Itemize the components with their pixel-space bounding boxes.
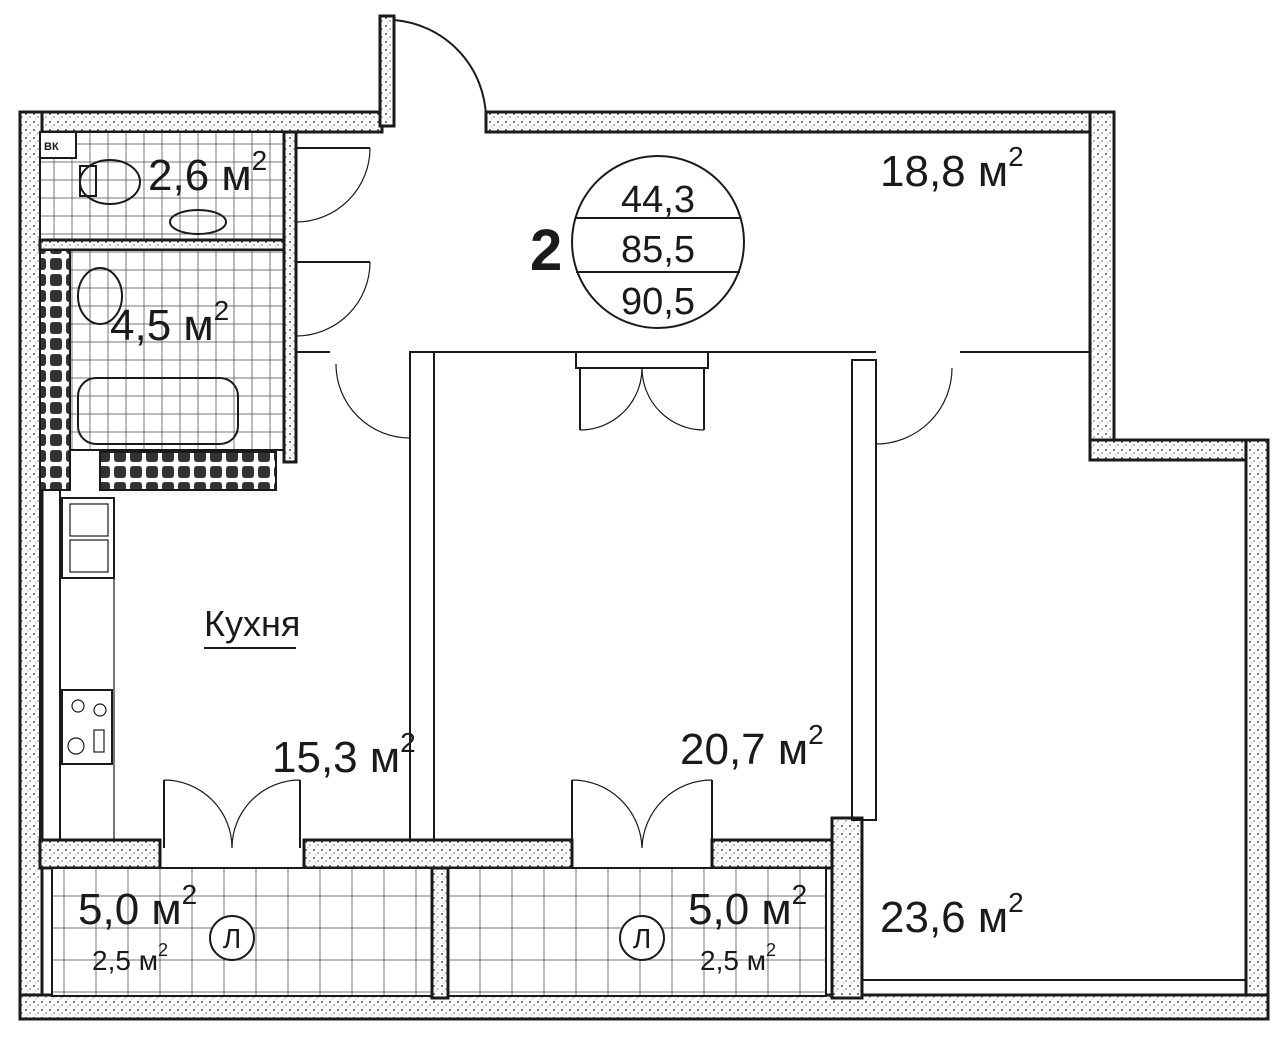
- svg-text:20,7 м2: 20,7 м2: [680, 719, 824, 774]
- loggia-right-mark-circle: [619, 915, 665, 961]
- entrance-door: [378, 14, 487, 128]
- interior-walls: [39, 130, 1090, 841]
- loggia-right-area: 5,0 м: [688, 885, 792, 934]
- vent-mark: ВК: [44, 141, 59, 153]
- bathroom-area: 4,5 м: [110, 301, 214, 350]
- loggia-left-reduced: 2,5 м: [92, 945, 158, 976]
- bathroom-sup: 2: [214, 295, 230, 326]
- bedroom-mid-area: 20,7 м: [680, 725, 808, 774]
- loggia-right-reduced-sup: 2: [766, 940, 776, 960]
- total-with-balconies: 90,5: [621, 281, 695, 323]
- svg-text:18,8 м2: 18,8 м2: [880, 141, 1024, 196]
- loggia-right-sup: 2: [792, 879, 808, 910]
- bedroom-right-area: 23,6 м: [880, 893, 1008, 942]
- loggia-left-sup: 2: [182, 879, 198, 910]
- kitchen-area: 15,3 м: [272, 733, 400, 782]
- svg-text:15,3 м2: 15,3 м2: [272, 727, 416, 782]
- svg-text:2,6 м2: 2,6 м2: [148, 145, 267, 200]
- kitchen-furniture: [61, 497, 115, 840]
- svg-text:5,0 м2: 5,0 м2: [78, 879, 197, 934]
- hall-area: 18,8 м: [880, 147, 1008, 196]
- exterior-walls: [18, 110, 1270, 1021]
- bathroom: [38, 238, 292, 491]
- kitchen-sup: 2: [400, 727, 416, 758]
- wc-area: 2,6 м: [148, 151, 252, 200]
- loggia-left-area: 5,0 м: [78, 885, 182, 934]
- wc-sup: 2: [252, 145, 268, 176]
- loggia-left-mark-circle: [209, 915, 255, 961]
- loggia-right-mark: Л: [633, 923, 651, 954]
- svg-text:4,5 м2: 4,5 м2: [110, 295, 229, 350]
- apartment-badge: [571, 155, 745, 329]
- loggia-right-reduced: 2,5 м: [700, 945, 766, 976]
- interior-doors: [295, 147, 953, 445]
- loggia-walls: [38, 779, 834, 870]
- living-area: 44,3: [621, 179, 695, 221]
- kitchen-name: Кухня: [204, 603, 300, 644]
- svg-text:2,5 м2: 2,5 м2: [92, 940, 168, 976]
- hall-sup: 2: [1008, 141, 1024, 172]
- svg-text:23,6 м2: 23,6 м2: [880, 887, 1024, 942]
- bedroom-mid-sup: 2: [808, 719, 824, 750]
- bedroom-right-sup: 2: [1008, 887, 1024, 918]
- room-count: 2: [530, 218, 562, 283]
- total-area: 85,5: [621, 229, 695, 271]
- loggia-left-reduced-sup: 2: [158, 940, 168, 960]
- loggia-left-mark: Л: [223, 923, 241, 954]
- svg-text:5,0 м2: 5,0 м2: [688, 879, 807, 934]
- loggia-divider: [430, 866, 450, 1000]
- wc-room: [39, 131, 291, 241]
- svg-text:2,5 м2: 2,5 м2: [700, 940, 776, 976]
